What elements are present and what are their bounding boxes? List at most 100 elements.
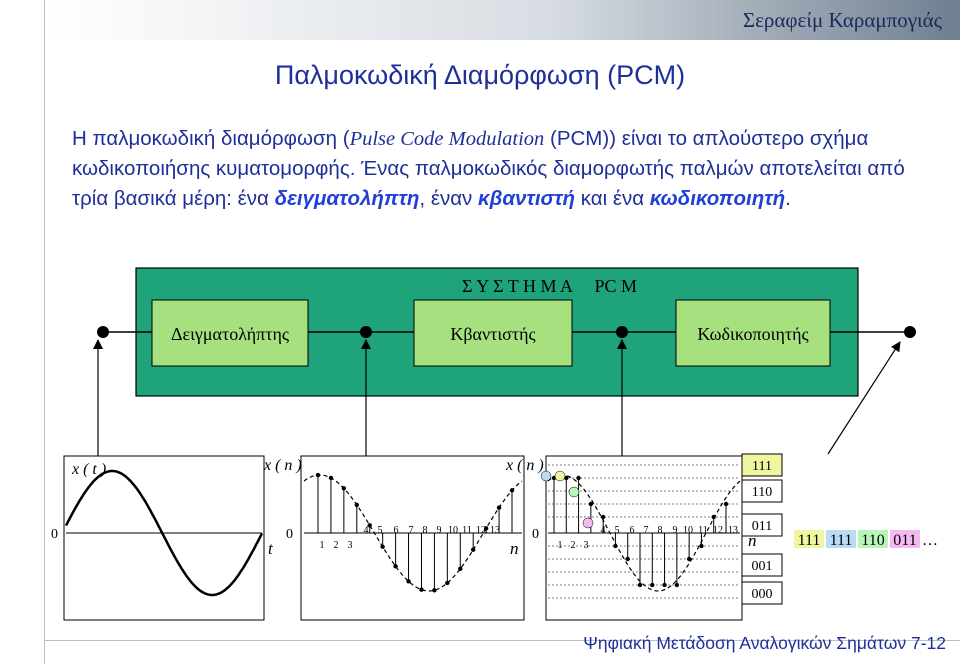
q-tick-label: 12 [713,525,723,536]
xn-tick-label: 4 [364,525,369,536]
q-sample [637,582,643,588]
q-sample [613,543,618,549]
xn-sample [496,505,502,510]
encoder-block [675,299,831,367]
q-sample [650,582,655,588]
xn-sample [471,547,476,552]
para-text-6: . [785,187,791,210]
xn-tick-label: 13 [490,525,500,536]
level-110: 110 [752,485,772,500]
level-box-001 [741,553,783,577]
q-tick-label: 5 [615,525,620,536]
keyword-quantizer: κβαντιστή [478,187,576,210]
t-axis-label: t [268,539,274,558]
xn-sample [406,579,411,584]
quantizer-label: Κβαντιστής [450,324,535,344]
arrow-codes [827,341,901,455]
q-tick-label: 8 [658,525,663,536]
xt-waveform [64,469,264,597]
xn-tick-label: 9 [437,525,442,536]
system-label: Σ Υ Σ Τ Η Μ Α PC M [462,276,637,296]
xn-sample [432,588,437,593]
xn-label: x ( n ) [263,457,302,474]
xn-sample [483,526,489,531]
code-word-3: 011 [893,532,916,549]
q-sample [576,475,581,481]
para-text-4: , έναν [419,187,478,210]
level-box-111 [741,453,783,477]
xn-sample [341,486,347,491]
output-node [904,326,916,338]
q-tick-label: 11 [698,525,708,536]
level-011: 011 [752,519,772,534]
q-tick-label: 4 [601,525,606,536]
xn-tick-label: 1 [320,540,325,551]
xn-tick-label: 12 [476,525,486,536]
q-sample [564,475,569,481]
code-word-1: 111 [830,532,853,549]
level-box-110 [741,479,783,503]
sampler-label: Δειγματολήπτης [171,324,289,344]
q-sample [674,582,680,588]
q-sample [662,582,667,588]
node-quantized [616,326,628,338]
n-axis-label-2: n [748,531,757,550]
para-text-5: και ένα [575,187,650,210]
q-sample [600,514,606,520]
quantizer-block [413,299,573,367]
input-node [97,326,109,338]
xn-sample [419,587,424,592]
q-tick-label: 6 [630,525,635,536]
code-word-0: 111 [798,532,821,549]
q-highlight [568,486,580,498]
xn-tick-label: 11 [462,525,472,536]
level-box-000 [741,581,783,605]
xn-sample [393,564,398,569]
slide-title: Παλμοκωδική Διαμόρφωση (PCM) [274,60,686,90]
q-tick-label: 7 [644,525,649,536]
q-sample [723,501,729,507]
q-highlight [582,517,594,529]
q-tick-label: 10 [683,525,693,536]
q-highlight [554,470,566,482]
xn-sample [315,472,321,478]
bottom-rule [44,640,960,641]
xn-sample [367,523,372,528]
top-banner: Σεραφείμ Καραμπογιάς [44,0,960,40]
slide-footer: Ψηφιακή Μετάδοση Αναλογικών Σημάτων 7-12 [583,633,946,653]
q-envelope [547,474,741,592]
q-sample [625,556,630,562]
q-highlight [540,470,552,482]
xn-sample [328,475,334,481]
xn-sample [354,502,359,508]
code-bg-0 [794,530,824,548]
sampler-block [151,299,309,367]
xn-sample [458,566,463,572]
xn2-label: x ( n ) [505,457,544,474]
node-sampled [360,326,372,338]
xn-tick-label: 2 [334,540,339,551]
q-sample [686,556,692,562]
xn-sample [380,544,385,549]
xn-tick-label: 7 [409,525,414,536]
level-000: 000 [752,587,773,602]
xn-tick-label: 10 [448,525,458,536]
q-sample [699,543,704,549]
zero-2: 0 [286,527,293,542]
level-111: 111 [752,459,772,474]
q-sample [711,514,716,520]
xn-tick-label: 3 [348,540,353,551]
para-text-2: Pulse Code Modulation [349,128,545,150]
code-word-2: 110 [861,532,884,549]
n-axis-label-1: n [510,539,519,558]
code-bg-1 [826,530,856,548]
para-text-3: (PCM)) είναι το απλούστερο σχήμα κωδικοπ… [72,127,905,210]
level-001: 001 [752,559,773,574]
q-sample [588,501,594,507]
author-name: Σεραφείμ Καραμπογιάς [742,8,942,32]
intro-paragraph: Η παλμοκωδική διαμόρφωση (Pulse Code Mod… [72,124,932,214]
code-bg-2 [858,530,888,548]
plot-panel-xn [300,455,525,621]
